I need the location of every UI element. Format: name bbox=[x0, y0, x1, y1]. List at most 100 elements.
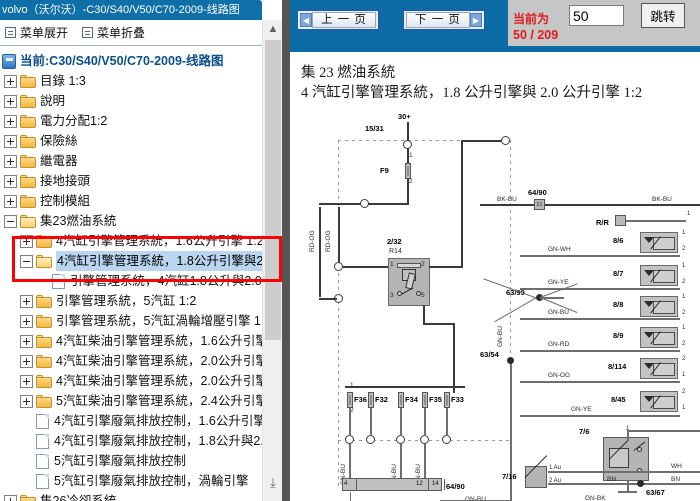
wire-color-gn-og: GN-OG bbox=[548, 372, 571, 379]
expand-icon[interactable] bbox=[20, 294, 33, 308]
tree-item-label: 4汽缸引擎廢氣排放控制，1.6公升引擎 bbox=[54, 414, 262, 428]
tree-item[interactable]: 目錄 1:3 bbox=[2, 71, 262, 91]
diagram-viewport[interactable]: 集 23 燃油系統 4 汽缸引擎管理系統，1.8 公升引擎與 2.0 公升引擎 … bbox=[290, 52, 700, 501]
tree-leaf-spacer bbox=[20, 455, 33, 468]
expand-icon[interactable] bbox=[20, 234, 33, 248]
tree-item[interactable]: 電力分配1:2 bbox=[2, 111, 262, 131]
tree-item[interactable]: 引擎管理系統，5汽缸渦輪增壓引擎 1:2 bbox=[2, 311, 262, 331]
menu-expand-all[interactable]: 菜单展开 bbox=[5, 24, 68, 41]
tree-item[interactable]: 說明 bbox=[2, 91, 262, 111]
book-icon bbox=[2, 53, 16, 69]
collapse-icon[interactable] bbox=[4, 214, 17, 228]
folder-icon bbox=[36, 334, 52, 348]
chevron-down-icon[interactable]: ⤓ bbox=[270, 475, 276, 490]
tree-item[interactable]: 4汽缸引擎管理系統，1.6公升引擎 1:2 bbox=[2, 231, 262, 251]
wire-color-gn-wh: GN-WH bbox=[548, 246, 571, 253]
tree-item[interactable]: 繼電器 bbox=[2, 151, 262, 171]
fuse-f32-label: F32 bbox=[375, 395, 388, 404]
tree-item-label: 4汽缸引擎廢氣排放控制，1.8公升與2.0公 bbox=[54, 434, 262, 448]
viewer-panel: ◀ 上 一 页 下 一 页 ▶ 当前为 50 / 209 跳转 集 23 燃油系… bbox=[290, 0, 700, 501]
folder-icon bbox=[36, 354, 52, 368]
wire-f32-dn bbox=[370, 408, 372, 436]
expand-icon[interactable] bbox=[20, 314, 33, 328]
tree-item-label: 繼電器 bbox=[40, 154, 78, 168]
tree-item[interactable]: 4汽缸引擎廢氣排放控制，1.8公升與2.0公 bbox=[2, 431, 262, 451]
tree-item[interactable]: 接地接頭 bbox=[2, 171, 262, 191]
wire-color-gn-bu-1: GN-BU bbox=[548, 309, 569, 316]
window-title: volvo（沃尔沃）-C30/S40/V50/C70-2009-线路图 bbox=[0, 0, 262, 20]
next-page-button[interactable]: 下 一 页 ▶ bbox=[402, 9, 486, 31]
component-7-16-pin1: 1 Au bbox=[549, 465, 562, 471]
expand-icon[interactable] bbox=[4, 114, 17, 128]
expand-icon[interactable] bbox=[4, 494, 17, 501]
previous-page-label: 上 一 页 bbox=[312, 12, 376, 28]
junction-dot bbox=[396, 435, 405, 444]
tree-item[interactable]: 集23燃油系統 bbox=[2, 211, 262, 231]
scrollbar-thumb[interactable] bbox=[265, 40, 281, 340]
tree-item[interactable]: 引擎管理系統，4汽缸1.8公升與2.0公 bbox=[2, 271, 262, 291]
fuse-f9-pin-top: 1 bbox=[409, 152, 413, 159]
injector-8-114-body bbox=[640, 358, 678, 379]
menu-collapse-all[interactable]: 菜单折叠 bbox=[82, 24, 145, 41]
wire-inj-row-6 bbox=[520, 415, 680, 417]
page-number-input[interactable] bbox=[569, 5, 624, 26]
tree-item[interactable]: 控制模組 bbox=[2, 191, 262, 211]
folder-icon bbox=[36, 394, 52, 408]
tree-item[interactable]: 4汽缸引擎管理系統，1.8公升引擎與2.0公 bbox=[2, 251, 262, 271]
tree-item[interactable]: 5汽缸引擎廢氣排放控制 bbox=[2, 451, 262, 471]
expand-icon[interactable] bbox=[20, 374, 33, 388]
jump-button[interactable]: 跳转 bbox=[641, 3, 685, 28]
tree-root-item[interactable]: 当前:C30/S40/V50/C70-2009-线路图 bbox=[2, 51, 262, 71]
wire-f33-dn bbox=[446, 408, 448, 436]
expand-icon[interactable] bbox=[4, 194, 17, 208]
junction-dot bbox=[501, 136, 510, 145]
fuse-f36 bbox=[347, 392, 353, 408]
expand-icon[interactable] bbox=[4, 174, 17, 188]
tree-item[interactable]: 5汽缸引擎廢氣排放控制，渦輪引擎 bbox=[2, 471, 262, 491]
tree-item[interactable]: 4汽缸柴油引擎管理系統，2.0公升引擎 1: bbox=[2, 351, 262, 371]
diagram-title-line2: 4 汽缸引擎管理系統，1.8 公升引擎與 2.0 公升引擎 1:2 bbox=[301, 85, 643, 101]
connector-64-90-top-ref: 64/90 bbox=[528, 188, 547, 197]
tree-item-label: 保險絲 bbox=[40, 134, 78, 148]
wire-bus-in-a bbox=[349, 444, 351, 480]
scroll-up-icon[interactable]: ▲ bbox=[267, 23, 279, 35]
expand-icon[interactable] bbox=[20, 334, 33, 348]
panel-divider[interactable] bbox=[282, 0, 290, 501]
tree-item[interactable]: 引擎管理系統，5汽缸 1:2 bbox=[2, 291, 262, 311]
wire-bn bbox=[548, 483, 700, 485]
tree-item[interactable]: 4汽缸柴油引擎管理系統，2.0公升引擎MP bbox=[2, 371, 262, 391]
chevron-right-icon: ▶ bbox=[469, 13, 482, 27]
wire-f34-dn bbox=[400, 408, 402, 436]
wire-color-rd-og-1: RD-OG bbox=[309, 230, 316, 252]
previous-page-button[interactable]: ◀ 上 一 页 bbox=[296, 9, 380, 31]
tree-item[interactable]: 4汽缸柴油引擎管理系統，1.6公升引擎 1: bbox=[2, 331, 262, 351]
tree-item-label: 引擎管理系統，5汽缸渦輪增壓引擎 1:2 bbox=[56, 314, 262, 328]
tree-item[interactable]: 保險絲 bbox=[2, 131, 262, 151]
expand-icon[interactable] bbox=[20, 354, 33, 368]
page-jump-group: 当前为 50 / 209 跳转 bbox=[508, 0, 700, 46]
tree-scrollbar[interactable]: ▲ ⤓ bbox=[262, 20, 282, 501]
tree-item-label: 引擎管理系統，5汽缸 1:2 bbox=[56, 294, 197, 308]
tree-item-label: 引擎管理系統，4汽缸1.8公升與2.0公 bbox=[70, 274, 262, 288]
injector-8-6-ref: 8/6 bbox=[613, 236, 624, 245]
expand-icon[interactable] bbox=[4, 134, 17, 148]
component-7-16-body bbox=[524, 455, 548, 488]
tree-item-label: 4汽缸柴油引擎管理系統，1.6公升引擎 1: bbox=[56, 334, 262, 348]
collapse-icon[interactable] bbox=[20, 254, 33, 268]
expand-icon[interactable] bbox=[4, 94, 17, 108]
wire-bus-a bbox=[364, 203, 409, 206]
tree-item[interactable]: 集26冷卻系統 bbox=[2, 491, 262, 501]
tree-item[interactable]: 4汽缸引擎廢氣排放控制，1.6公升引擎 bbox=[2, 411, 262, 431]
injector-8-6-pin1: 1 bbox=[682, 230, 686, 236]
wire-color-bn-2: BN bbox=[671, 476, 681, 483]
folder-icon bbox=[36, 374, 52, 388]
expand-icon[interactable] bbox=[20, 394, 33, 408]
wire-bk-bu-top bbox=[480, 204, 700, 207]
tree-item[interactable]: 5汽缸柴油引擎管理系統，2.4公升引擎 1: bbox=[2, 391, 262, 411]
expand-icon[interactable] bbox=[4, 74, 17, 88]
fusebox-boundary-top bbox=[338, 140, 510, 141]
component-7-16-pin2: 2 Au bbox=[549, 478, 562, 484]
expand-icon[interactable] bbox=[4, 154, 17, 168]
document-icon bbox=[36, 473, 49, 489]
